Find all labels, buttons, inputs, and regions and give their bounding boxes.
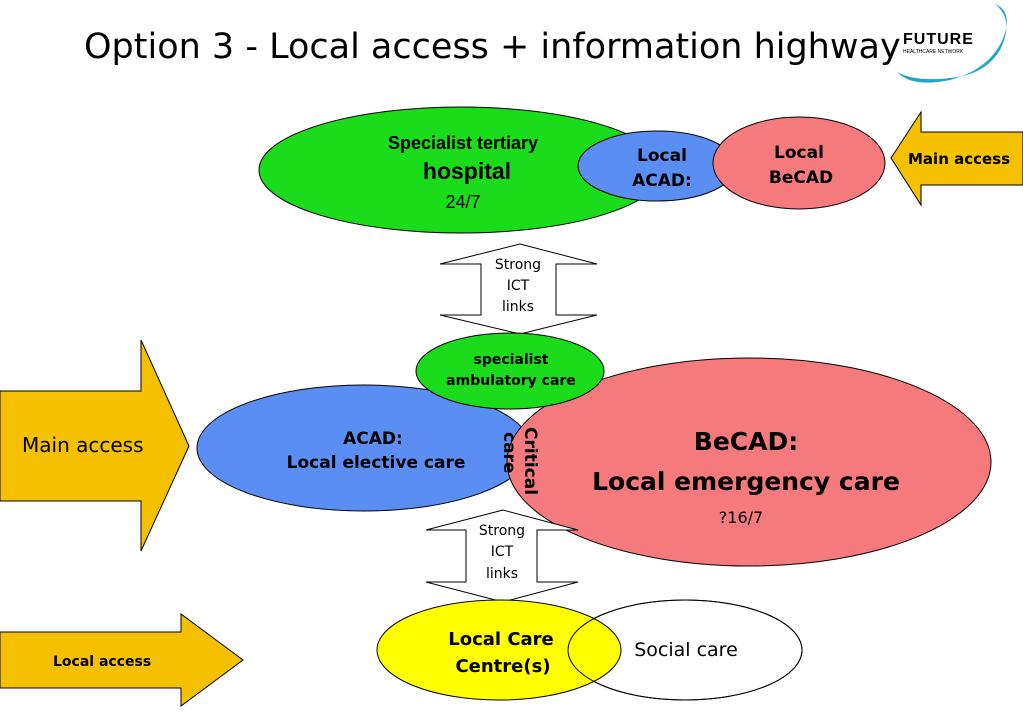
local-care-centre-label: Local Care <box>448 629 554 650</box>
main-access-top-arrow <box>890 110 1023 207</box>
main-access-top-label: Main access <box>908 150 1010 168</box>
acad-label: ACAD: <box>343 429 403 449</box>
local-access-label: Local access <box>53 654 151 670</box>
becad-ellipse <box>506 357 992 567</box>
social-care-label: Social care <box>634 639 738 661</box>
ict-links-top-label-2: ICT <box>507 278 530 294</box>
main-access-left-label: Main access <box>22 433 144 457</box>
ict-links-top-label: Strong <box>495 257 541 273</box>
ict-links-bottom-label: Strong <box>479 523 525 539</box>
tertiary-hospital-hours: 24/7 <box>445 192 480 212</box>
ict-links-bottom-label-3: links <box>486 566 518 582</box>
local-becad-top-ellipse <box>712 116 886 210</box>
acad-label-2: Local elective care <box>287 453 466 473</box>
logo-tagline: HEALTHCARE NETWORK <box>903 49 964 55</box>
becad-hours: ?16/7 <box>719 508 763 527</box>
ambulatory-care-label-2: ambulatory care <box>446 373 576 389</box>
future-logo: FUTURE HEALTHCARE NETWORK <box>897 4 1007 83</box>
critical-care-label: Critical <box>520 427 540 495</box>
tertiary-hospital-label-2: hospital <box>423 158 511 184</box>
local-becad-top-label-2: BeCAD <box>769 168 833 188</box>
page-title: Option 3 - Local access + information hi… <box>84 27 901 67</box>
social-care-outline <box>567 599 803 701</box>
ict-links-top-arrow <box>439 243 598 335</box>
local-acad-top-label-2: ACAD: <box>632 171 692 191</box>
becad-label: BeCAD: <box>694 427 798 456</box>
ict-links-bottom-arrow <box>425 509 579 603</box>
local-access-arrow <box>0 613 244 707</box>
local-acad-top-label: Local <box>637 146 687 166</box>
ict-links-bottom-label-2: ICT <box>491 544 514 560</box>
logo-text: FUTURE <box>903 31 974 48</box>
becad-label-2: Local emergency care <box>592 467 900 496</box>
local-becad-top-label: Local <box>774 143 824 163</box>
ambulatory-care-label: specialist <box>473 352 548 368</box>
ict-links-top-label-3: links <box>502 299 534 315</box>
critical-care-label-2: care <box>499 432 519 473</box>
local-care-centre-ellipse <box>376 599 622 701</box>
ambulatory-care-ellipse <box>415 332 605 410</box>
main-access-left-arrow <box>0 339 190 552</box>
local-care-centre-label-2: Centre(s) <box>455 656 550 677</box>
tertiary-hospital-label: Specialist tertiary <box>388 133 538 153</box>
